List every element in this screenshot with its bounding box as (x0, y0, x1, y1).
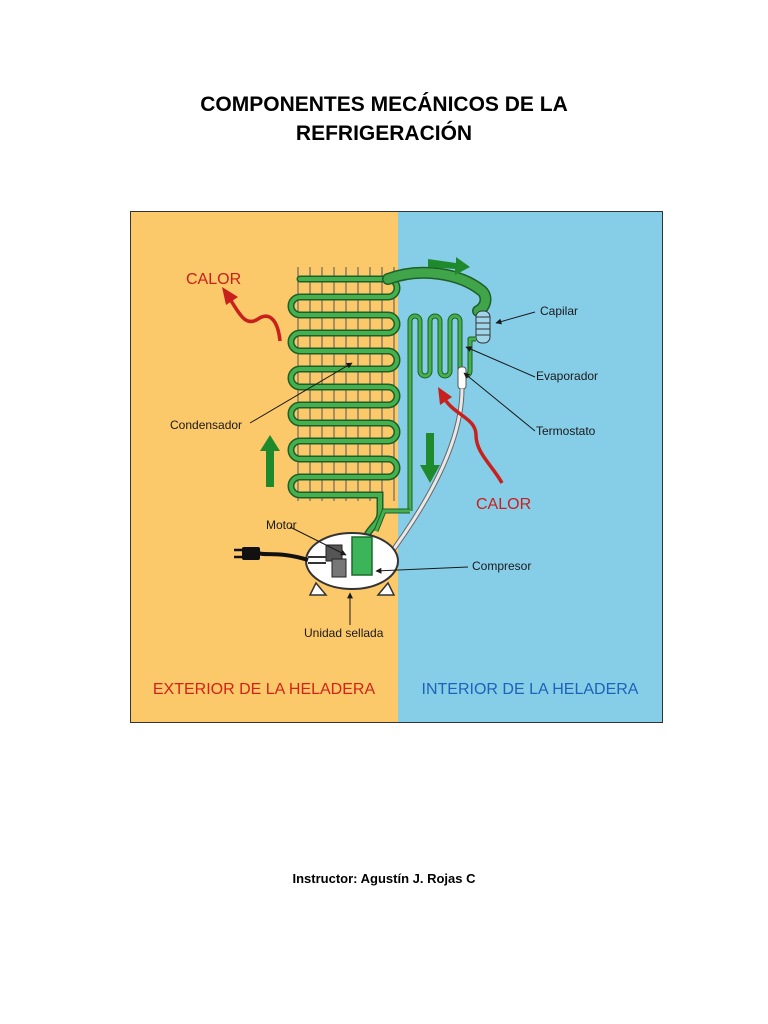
interior-region-label: INTERIOR DE LA HELADERA (422, 681, 639, 698)
flow-arrow-right (428, 257, 470, 275)
flow-arrow-down (420, 433, 440, 483)
calor-left-label: CALOR (186, 271, 241, 288)
condensador-label: Condensador (170, 418, 242, 432)
instructor-credit: Instructor: Agustín J. Rojas C (292, 871, 476, 886)
termostato-label: Termostato (536, 424, 596, 438)
refrigeration-diagram: CALOR CALOR Capilar Evaporador Termostat… (130, 211, 663, 723)
heat-arrow-left (228, 298, 282, 342)
heat-arrow-right (444, 399, 504, 484)
capillary-coil (475, 310, 491, 344)
compresor-label: Compresor (472, 559, 531, 573)
document-title: COMPONENTES MECÁNICOS DE LA REFRIGERACIÓ… (0, 90, 768, 148)
exterior-region-label: EXTERIOR DE LA HELADERA (153, 681, 376, 698)
flow-arrow-up (260, 435, 280, 487)
power-plug (234, 547, 260, 560)
power-cord (257, 551, 309, 562)
capilar-label: Capilar (540, 304, 578, 318)
title-line-1: COMPONENTES MECÁNICOS DE LA (200, 93, 568, 116)
unidad-sellada-label: Unidad sellada (304, 626, 384, 640)
motor-label: Motor (266, 518, 297, 532)
thermostat-bulb (457, 366, 467, 390)
evaporador-label: Evaporador (536, 369, 598, 383)
calor-right-label: CALOR (476, 496, 531, 513)
title-line-2: REFRIGERACIÓN (295, 122, 473, 145)
